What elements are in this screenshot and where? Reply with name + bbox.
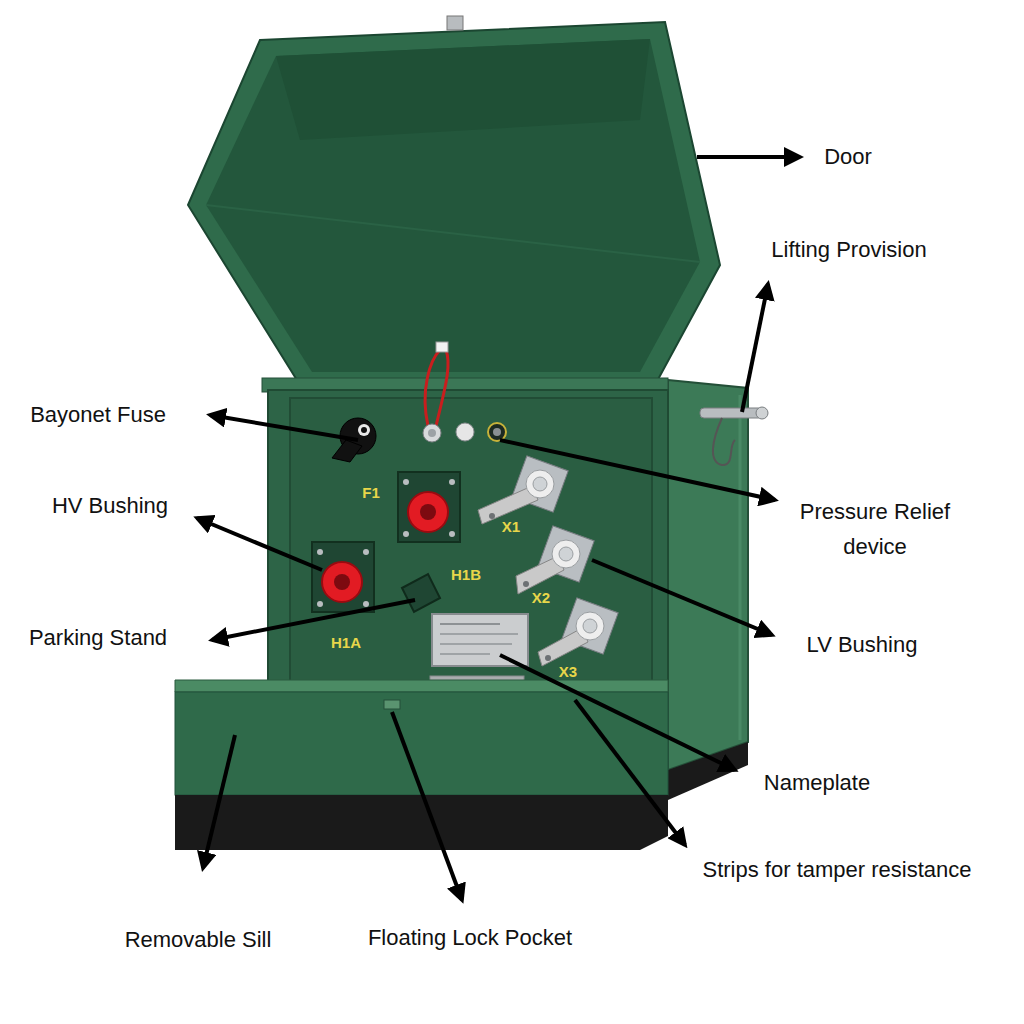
front-plate <box>290 398 652 688</box>
leader-line <box>575 700 685 845</box>
terminal-marking: H1A <box>331 634 361 651</box>
callout-label: Lifting Provision <box>771 232 926 267</box>
terminal-marking: X1 <box>502 518 520 535</box>
lv-bushing <box>516 526 594 594</box>
terminal-marking: X3 <box>559 663 577 680</box>
parking-stand <box>402 574 440 612</box>
indicator-light <box>423 342 448 442</box>
nameplate <box>430 614 528 686</box>
callout-label: HV Bushing <box>52 488 168 523</box>
callout-label: Door <box>824 139 872 174</box>
side-base <box>668 742 748 800</box>
door-fold <box>206 205 700 262</box>
hv-bushing <box>398 472 460 542</box>
leader-line <box>197 518 322 570</box>
door-shade <box>276 39 650 140</box>
callout-label: Strips for tamper resistance <box>703 852 972 887</box>
callout-label: Pressure Relief device <box>780 494 970 564</box>
hv-bushing <box>312 542 374 612</box>
pressure-relief-valve <box>488 423 506 441</box>
terminal-marking: F1 <box>362 484 380 501</box>
lv-bushing <box>538 598 618 666</box>
door-latch <box>447 16 463 30</box>
terminal-marking: H1B <box>451 566 481 583</box>
callout-label: Removable Sill <box>125 922 272 957</box>
callout-label: Floating Lock Pocket <box>368 920 572 955</box>
leader-line <box>592 560 772 635</box>
leader-line <box>212 600 415 640</box>
side-panel <box>668 380 748 770</box>
door <box>188 16 720 385</box>
door-inner <box>206 39 700 372</box>
leader-line <box>203 735 235 868</box>
callout-label: Parking Stand <box>29 620 167 655</box>
leader-lines <box>197 157 800 900</box>
leader-line <box>392 712 462 900</box>
callout-label: Nameplate <box>764 765 870 800</box>
callout-label: LV Bushing <box>807 627 918 662</box>
terminal-marking: X2 <box>532 589 550 606</box>
callout-label: Bayonet Fuse <box>30 397 166 432</box>
leader-line <box>210 415 358 440</box>
side-edge <box>739 395 742 740</box>
leader-line <box>697 155 800 159</box>
fill-plug <box>456 423 474 441</box>
leader-line <box>500 440 775 500</box>
sill <box>175 680 668 850</box>
door-outer <box>188 22 720 385</box>
leader-line <box>742 284 768 412</box>
lifting-pin <box>700 407 768 465</box>
lv-bushing <box>478 456 568 524</box>
